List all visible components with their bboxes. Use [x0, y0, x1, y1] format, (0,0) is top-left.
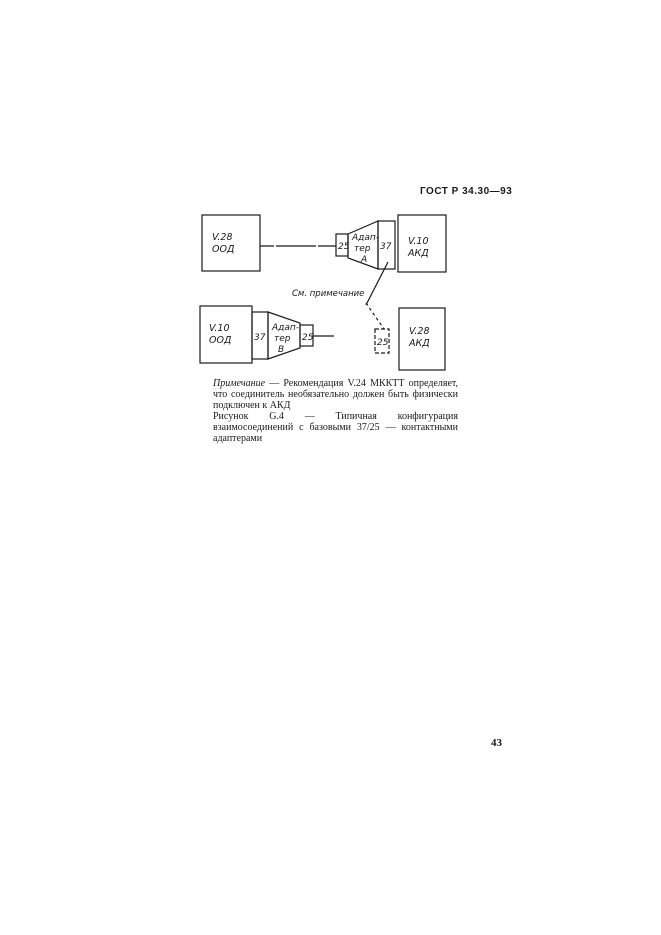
note-lead: Примечание — [213, 378, 266, 389]
box-bottom-right-line2: АКД — [408, 338, 430, 349]
note-callout-label: См. примечание — [292, 289, 364, 299]
connector-bottom-right-label: 25 — [377, 338, 389, 348]
page-number: 43 — [491, 737, 502, 749]
adapter-a-line2: тер — [354, 244, 371, 254]
note-block: Примечание — Рекомендация V.24 МККТТ опр… — [213, 378, 458, 444]
adapter-b-line3: В — [278, 345, 284, 355]
box-bottom-left-line1: V.10 — [209, 323, 230, 334]
adapter-a-pin-37 — [377, 220, 396, 270]
box-bottom-right-line1: V.28 — [409, 326, 430, 337]
box-top-left-line1: V.28 — [212, 232, 233, 243]
callout-leader-bottom — [365, 302, 385, 330]
note-text: — Рекомендация V.24 МККТТ определяет, чт… — [213, 378, 458, 411]
box-top-right-line2: АКД — [407, 248, 429, 259]
figure-caption: Рисунок G.4 — Типичная конфигурация взаи… — [213, 411, 458, 444]
adapter-a-pin-left-label: 25 — [338, 242, 350, 252]
box-top-right — [397, 214, 447, 273]
adapter-a-line3: А — [360, 255, 367, 265]
adapter-b-line1: Адап- — [271, 323, 299, 333]
box-top-left — [201, 214, 261, 272]
note-paragraph: Примечание — Рекомендация V.24 МККТТ опр… — [213, 378, 458, 411]
box-bottom-right — [398, 307, 446, 371]
adapter-a-line1: Адап- — [351, 233, 379, 243]
adapter-b-pin-right-label: 25 — [302, 333, 314, 343]
box-top-right-line1: V.10 — [408, 236, 429, 247]
box-bottom-left-line2: ООД — [209, 335, 231, 346]
connector-bottom-right — [374, 328, 390, 354]
box-top-left-line2: ООД — [212, 244, 234, 255]
document-number: ГОСТ Р 34.30—93 — [420, 186, 513, 197]
adapter-a-pin-right-label: 37 — [380, 242, 392, 252]
callout-leader-top — [365, 261, 389, 306]
adapter-b-body — [267, 311, 301, 360]
adapter-b-line2: тер — [274, 334, 291, 344]
adapter-b-pin-left-label: 37 — [254, 333, 266, 343]
